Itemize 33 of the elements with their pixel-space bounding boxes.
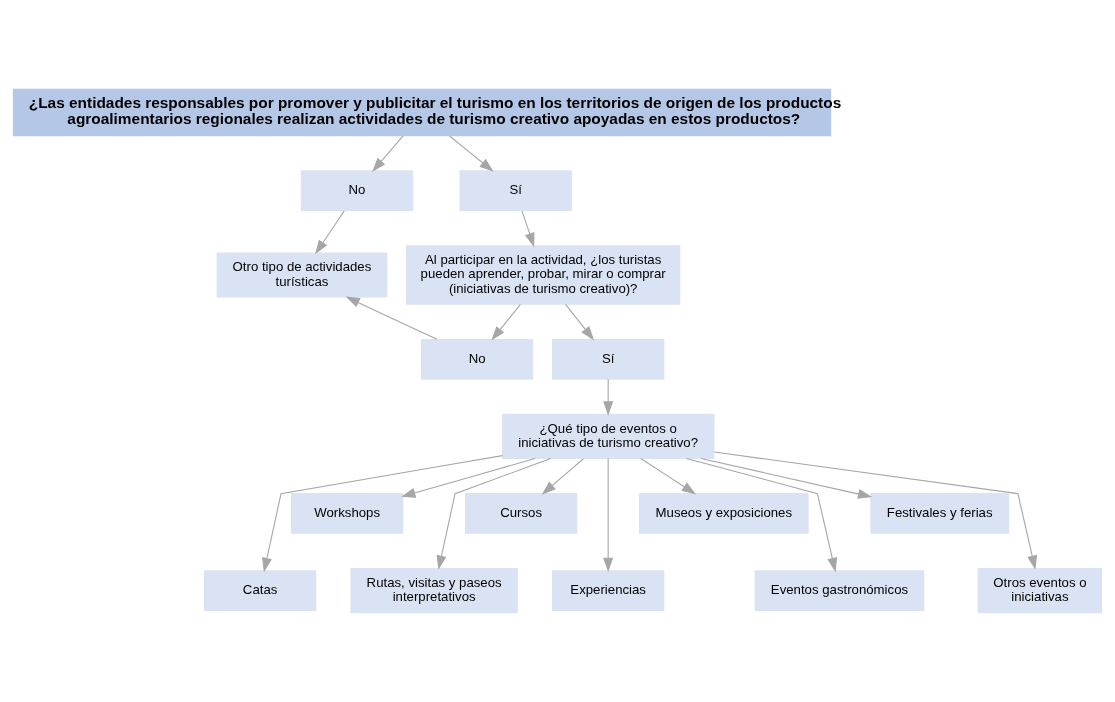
- arrow: [685, 457, 838, 573]
- arrow: [401, 457, 536, 498]
- node-box: Experiencias: [552, 570, 665, 611]
- node-box: Cursos: [464, 493, 578, 534]
- arrow: [603, 378, 614, 416]
- node-box: Sí: [459, 170, 572, 212]
- node-box: Catas: [203, 570, 317, 611]
- node-box: Rutas, visitas y paseos interpretativos: [350, 568, 518, 614]
- arrow: [541, 458, 584, 495]
- arrow: [700, 457, 873, 499]
- arrow: [436, 458, 552, 570]
- arrow: [372, 135, 404, 172]
- node-box: No: [420, 338, 534, 380]
- arrow: [640, 457, 697, 495]
- arrow: [713, 451, 1038, 570]
- arrow: [262, 455, 503, 573]
- arrow: [521, 210, 535, 248]
- arrow: [491, 303, 521, 341]
- arrow: [603, 458, 614, 573]
- node-box: No: [300, 170, 414, 212]
- arrow: [449, 135, 494, 172]
- node-box: ¿Qué tipo de eventos o iniciativas de turismo creativo?: [501, 413, 715, 459]
- node-box: Festivales y ferias: [870, 493, 1010, 534]
- node-box: Eventos gastronómicos: [754, 570, 925, 611]
- arrow: [315, 210, 345, 255]
- node-box: Otro tipo de actividades turísticas: [216, 252, 388, 298]
- node-box: Workshops: [290, 493, 404, 534]
- node-box: Sí: [552, 338, 665, 380]
- arrow: [565, 303, 595, 341]
- arrow: [345, 296, 438, 340]
- node-box: Al participar en la actividad, ¿los turistas pueden aprender, probar, mirar o comprar (iniciativas de turismo creativo)?: [406, 245, 681, 305]
- node-box: Otros eventos o iniciativas: [977, 568, 1103, 614]
- node-box: Museos y exposiciones: [639, 493, 809, 534]
